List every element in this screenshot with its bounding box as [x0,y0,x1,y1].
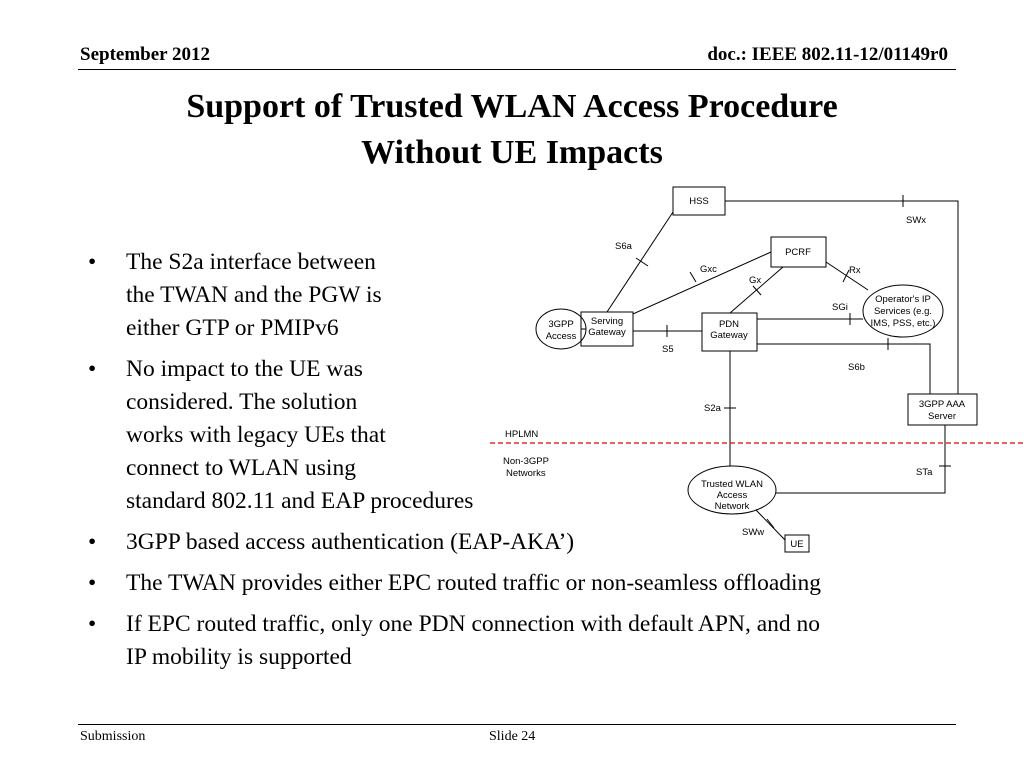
swx-label: SWx [906,215,926,226]
title-line-2: Without UE Impacts [361,134,663,171]
bullet-item: • 3GPP based access authentication (EAP-… [84,526,984,559]
hss-label: HSS [689,196,709,207]
pdn-gateway-label-1: PDN [719,319,739,330]
ue-label: UE [790,539,803,550]
aaa-server-box [907,393,978,426]
hss-box [672,186,726,216]
operator-ip-label-2: Services (e.g. [874,306,932,317]
non3gpp-label-1: Non-3GPP [503,456,549,467]
pdn-gateway-box [701,312,758,352]
access-3gpp-label-1: 3GPP [548,319,573,330]
sgi-label: SGi [832,302,848,313]
bullet-text-line: The TWAN provides either EPC routed traf… [126,570,822,596]
s6b-label: S6b [848,362,865,373]
sta-link [776,425,946,494]
bullet-text-line: either GTP or PMIPv6 [126,315,339,341]
bullet-item: • The S2a interface between the TWAN and… [84,246,984,345]
operator-ip-label-1: Operator's IP [875,294,931,305]
rx-label: Rx [849,265,861,276]
title-line-1: Support of Trusted WLAN Access Procedure [186,88,838,125]
bullet-item: • No impact to the UE was considered. Th… [84,353,984,518]
s5-label: S5 [662,344,674,355]
aaa-server-label-1: 3GPP AAA [919,399,966,410]
pdn-gateway-label-2: Gateway [710,330,748,341]
access-3gpp-label-2: Access [546,331,577,342]
footer-submission: Submission [80,729,146,744]
header-divider [78,69,956,70]
gx-label: Gx [749,275,761,286]
sww-label: SWw [742,527,764,538]
trusted-wlan-label-2: Access [717,490,748,501]
bullet-text-line: connect to WLAN using [126,455,356,481]
swx-link [725,200,959,394]
bullet-text-line: 3GPP based access authentication (EAP-AK… [126,529,575,555]
bullet-text-line: standard 802.11 and EAP procedures [126,488,474,514]
pcrf-box [770,236,827,268]
footer-slide-number: Slide 24 [489,729,536,744]
s6a-link [606,211,674,313]
bullet-item: • If EPC routed traffic, only one PDN co… [84,608,984,674]
s2a-label: S2a [704,403,722,414]
bullet-text-line: the TWAN and the PGW is [126,282,382,308]
non3gpp-label-2: Networks [506,468,546,479]
sta-label: STa [916,467,933,478]
gxc-label: Gxc [700,264,717,275]
footer-divider [78,724,956,725]
trusted-wlan-label-1: Trusted WLAN [701,479,763,490]
operator-ip-label-3: IMS, PSS, etc.) [871,318,936,329]
serving-gateway-box [580,311,634,347]
bullet-marker: • [88,356,97,382]
rx-link [825,261,869,291]
bullet-text-line: No impact to the UE was [126,356,363,382]
bullet-text-line: IP mobility is supported [126,644,352,670]
trusted-wlan-label-3: Network [715,501,750,512]
bullet-marker: • [88,249,97,275]
bullet-marker: • [88,570,97,596]
bullet-text-line: If EPC routed traffic, only one PDN conn… [126,611,820,637]
ue-box [784,534,810,553]
bullet-text-line: The S2a interface between [126,249,376,275]
bullet-marker: • [88,529,97,555]
trusted-wlan-ellipse [687,465,777,515]
header-date: September 2012 [80,44,210,65]
header-doc-id: doc.: IEEE 802.11-12/01149r0 [707,44,948,65]
serving-gateway-label-2: Gateway [588,327,626,338]
operator-ip-ellipse [862,284,944,338]
bullet-text-line: works with legacy UEs that [126,422,386,448]
s6a-label: S6a [615,241,633,252]
s6b-link [757,343,931,394]
bullet-marker: • [88,611,97,637]
pcrf-label: PCRF [785,247,811,258]
gxc-link [632,251,772,315]
bullet-item: • The TWAN provides either EPC routed tr… [84,567,984,600]
aaa-server-label-2: Server [928,411,956,422]
hplmn-label: HPLMN [505,429,538,440]
slide-title: Support of Trusted WLAN Access Procedure… [0,84,1024,176]
sww-link [755,509,786,541]
bullet-text-line: considered. The solution [126,389,358,415]
serving-gateway-label-1: Serving [591,316,623,327]
bullet-list: • The S2a interface between the TWAN and… [84,246,984,682]
